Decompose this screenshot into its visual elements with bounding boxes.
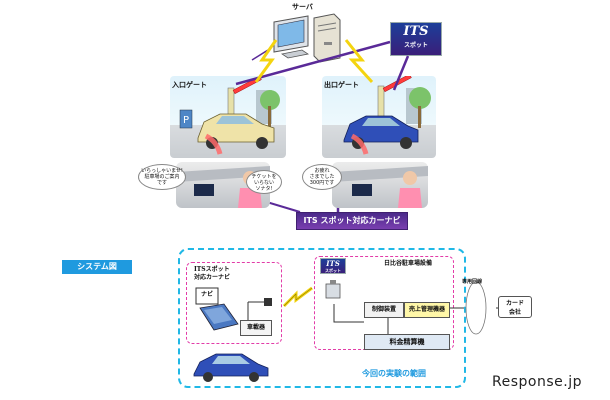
system-diagram-title: システム図 <box>62 260 132 274</box>
its-badge-title: ITS <box>403 24 429 39</box>
server-icon <box>268 12 346 64</box>
its-car-navi-title: ITS スポット対応カーナビ <box>296 212 408 230</box>
dedicated-line-label: 専用回線 <box>462 279 483 285</box>
its-navi-group-title: ITSスポット 対応カーナビ <box>194 266 230 282</box>
its-navi-group <box>186 262 282 344</box>
its-spot-small-badge: ITS スポット <box>320 258 346 274</box>
its-small-subtitle: スポット <box>325 268 341 273</box>
control-device-box: 制御装置 <box>364 302 404 318</box>
card-company-line2: 会社 <box>508 309 521 316</box>
parking-facility-label: 日比谷駐車場設備 <box>384 260 433 267</box>
experiment-scope-label: 今回の実験の範囲 <box>358 368 430 379</box>
card-company-line1: カード <box>505 300 524 307</box>
exit-gate-illustration <box>322 73 436 158</box>
exit-interior-panel <box>332 162 428 208</box>
server-label: サーバ <box>292 3 313 11</box>
navi-label: ナビ <box>200 291 213 298</box>
its-spot-badge: ITS スポット <box>390 22 442 56</box>
experiment-scope-outline <box>178 248 466 388</box>
its-navi-line1: ITSスポット <box>194 266 230 273</box>
sales-management-box: 売上管理機器 <box>404 302 450 318</box>
exit-gate-label: 出口ゲート <box>324 81 359 89</box>
speech-bubble-thanks: お疲れ さまでした 300円です <box>302 164 342 190</box>
antenna-unit-icon <box>324 278 344 304</box>
its-navi-line2: 対応カーナビ <box>194 274 231 281</box>
entrance-gate-label: 入口ゲート <box>172 81 207 89</box>
its-badge-subtitle: スポット <box>403 42 428 49</box>
wireless-bolt-icon <box>282 284 314 310</box>
card-company-box: カード 会社 <box>498 296 532 318</box>
fare-machine-box: 料金精算機 <box>364 334 450 350</box>
its-small-title: ITS <box>326 259 340 268</box>
speech-bubble-ticket: チケットを いらない ソナタ! <box>246 170 282 194</box>
onboard-connector <box>244 296 274 322</box>
signal-lines <box>219 39 410 213</box>
speech-bubble-welcome: いらっしゃいませ! 駐車場のご案内 です <box>138 164 186 190</box>
onboard-unit: 車載器 <box>240 320 272 336</box>
svg-text:P: P <box>183 115 189 126</box>
car-icon <box>190 344 270 384</box>
source-credit: Response.jp <box>492 374 582 390</box>
navi-device-icon <box>194 286 244 336</box>
